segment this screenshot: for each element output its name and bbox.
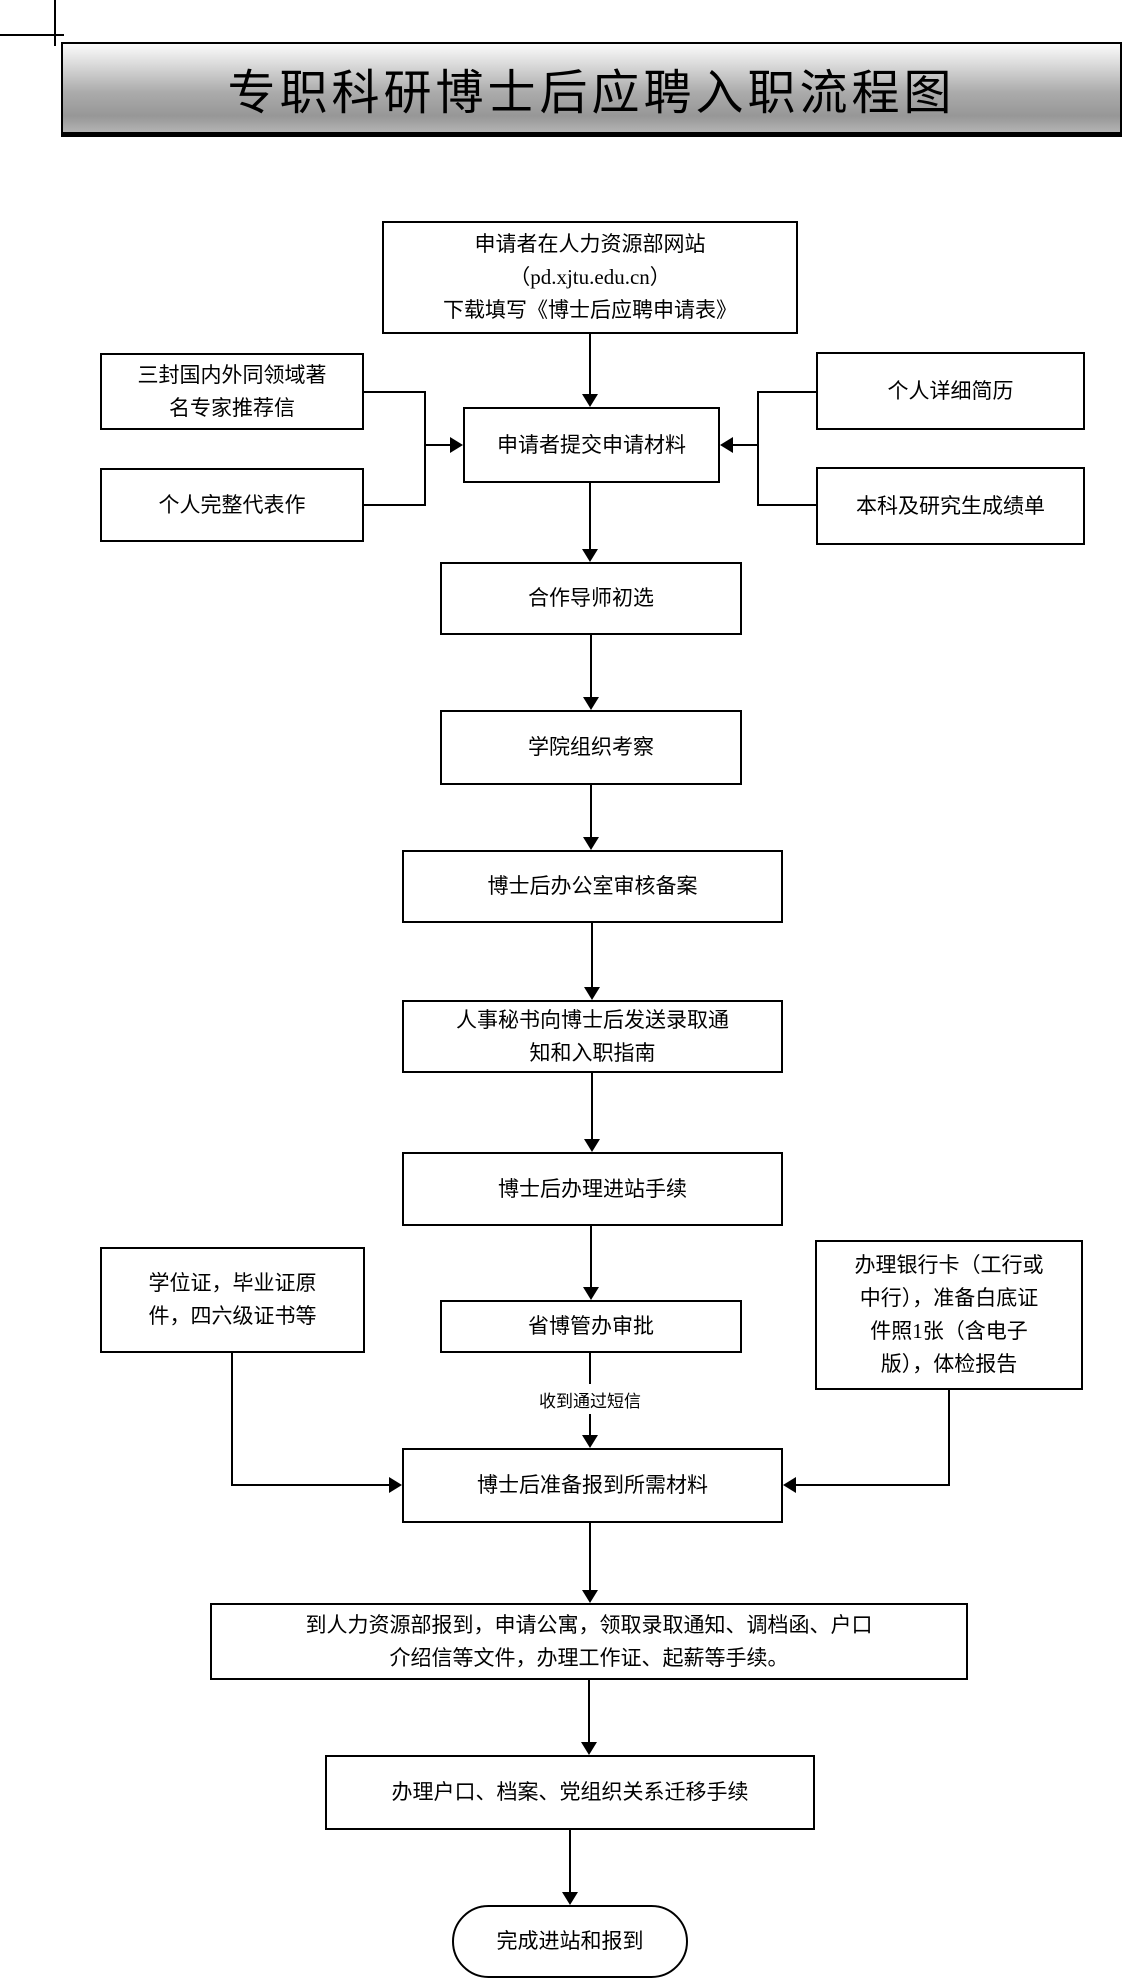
connector-left-into-submit-line — [424, 444, 450, 446]
arrowhead-notice-entry — [584, 1139, 600, 1152]
arrowhead-certs-into-prepare — [389, 1477, 402, 1493]
page-title: 专职科研博士后应聘入职流程图 — [227, 67, 956, 120]
arrowhead-right-into-submit — [720, 437, 733, 453]
node-province-approval: 省博管办审批 — [440, 1300, 742, 1353]
node-postdoc-office-review: 博士后办公室审核备案 — [402, 850, 783, 923]
connector-entry-province-line — [590, 1226, 592, 1287]
connector-right-merge-line — [757, 391, 759, 506]
node-school-inspection: 学院组织考察 — [440, 710, 742, 785]
connector-resume-stub-line — [757, 391, 816, 393]
node-transcripts: 本科及研究生成绩单 — [816, 467, 1085, 545]
connector-bank-into-prepare-line — [796, 1484, 950, 1486]
node-degree-certificates: 学位证，毕业证原 件，四六级证书等 — [100, 1247, 365, 1353]
connector-download-submit-line — [589, 334, 591, 394]
connector-letters-stub-line — [364, 391, 425, 393]
node-download-form: 申请者在人力资源部网站 （pd.xjtu.edu.cn） 下载填写《博士后应聘申… — [382, 221, 798, 334]
node-entry-procedures: 博士后办理进站手续 — [402, 1152, 783, 1226]
node-prepare-materials: 博士后准备报到所需材料 — [402, 1448, 783, 1523]
arrowhead-school-office — [583, 837, 599, 850]
arrowhead-left-into-submit — [450, 437, 463, 453]
arrowhead-entry-province — [583, 1287, 599, 1300]
connector-left-merge-line — [424, 391, 426, 506]
node-personal-resume: 个人详细简历 — [816, 352, 1085, 430]
arrowhead-submit-mentor — [582, 549, 598, 562]
arrowhead-download-submit — [582, 394, 598, 407]
node-recommendation-letters: 三封国内外同领域著 名专家推荐信 — [100, 353, 364, 430]
node-hr-checkin: 到人力资源部报到，申请公寓，领取录取通知、调档函、户口 介绍信等文件，办理工作证… — [210, 1603, 968, 1680]
node-completion-terminal: 完成进站和报到 — [452, 1905, 688, 1978]
connector-submit-mentor-line — [589, 483, 591, 549]
connector-school-office-line — [590, 785, 592, 837]
connector-certs-down-line — [231, 1353, 233, 1486]
node-bank-card-prep: 办理银行卡（工行或 中行），准备白底证 件照1张（含电子 版），体检报告 — [815, 1240, 1083, 1390]
connector-right-into-submit-line — [733, 444, 759, 446]
arrowhead-office-notice — [584, 987, 600, 1000]
connector-office-notice-line — [591, 923, 593, 987]
connector-province-sms-line — [589, 1353, 591, 1384]
arrowhead-sms-prepare — [582, 1435, 598, 1448]
connector-works-stub-line — [364, 504, 425, 506]
connector-sms-prepare-line — [589, 1414, 591, 1435]
arrowhead-bank-into-prepare — [783, 1477, 796, 1493]
node-hr-secretary-notice: 人事秘书向博士后发送录取通 知和入职指南 — [402, 1000, 783, 1073]
connector-prepare-checkin-line — [589, 1523, 591, 1590]
title-bar: 专职科研博士后应聘入职流程图 — [61, 42, 1122, 137]
arrowhead-mentor-school — [583, 697, 599, 710]
connector-transcripts-stub-line — [757, 504, 816, 506]
connector-transfer-completion-line — [569, 1830, 571, 1892]
connector-notice-entry-line — [591, 1073, 593, 1139]
node-submit-materials: 申请者提交申请材料 — [463, 407, 720, 483]
arrowhead-prepare-checkin — [582, 1590, 598, 1603]
node-household-transfer: 办理户口、档案、党组织关系迁移手续 — [325, 1755, 815, 1830]
connector-mentor-school-line — [590, 635, 592, 697]
arrowhead-transfer-completion — [562, 1892, 578, 1905]
node-representative-works: 个人完整代表作 — [100, 468, 364, 542]
arrowhead-checkin-transfer — [581, 1742, 597, 1755]
node-mentor-preselection: 合作导师初选 — [440, 562, 742, 635]
deco-line-vertical — [54, 0, 56, 46]
connector-checkin-transfer-line — [588, 1680, 590, 1742]
connector-certs-into-prepare-line — [231, 1484, 389, 1486]
node-sms-label: 收到通过短信 — [500, 1384, 680, 1414]
connector-bank-down-line — [948, 1390, 950, 1486]
deco-line-horizontal — [0, 34, 64, 36]
